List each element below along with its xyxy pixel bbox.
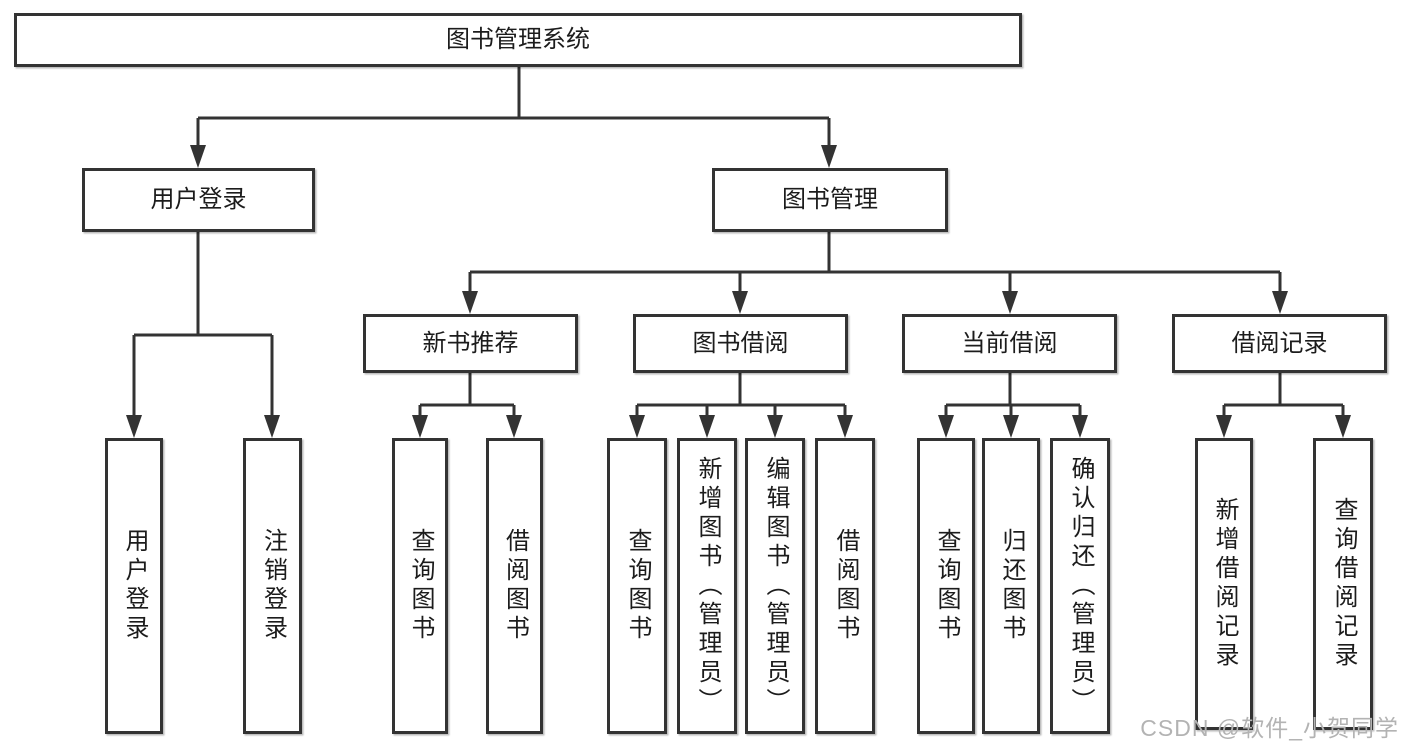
leaf-logout: 注销登录 bbox=[243, 438, 302, 734]
node-book-borrow: 图书借阅 bbox=[633, 314, 848, 373]
leaf-add-books-admin: 新增图书（管理员） bbox=[677, 438, 737, 734]
connector-paths bbox=[132, 67, 1345, 418]
node-user-login: 用户登录 bbox=[82, 168, 315, 232]
leaf-edit-books-admin: 编辑图书（管理员） bbox=[745, 438, 805, 734]
leaf-query-borrow-record: 查询借阅记录 bbox=[1313, 438, 1373, 730]
leaf-return-books: 归还图书 bbox=[982, 438, 1040, 734]
leaf-query-books-current: 查询图书 bbox=[917, 438, 975, 734]
leaf-add-borrow-record: 新增借阅记录 bbox=[1195, 438, 1253, 730]
node-current-borrow: 当前借阅 bbox=[902, 314, 1117, 373]
leaf-confirm-return-admin: 确认归还（管理员） bbox=[1050, 438, 1110, 734]
arrowheads bbox=[126, 145, 1351, 438]
leaf-query-books-recommend: 查询图书 bbox=[392, 438, 448, 734]
leaf-borrow-books: 借阅图书 bbox=[815, 438, 875, 734]
leaf-query-books-borrow: 查询图书 bbox=[607, 438, 667, 734]
node-root-system: 图书管理系统 bbox=[14, 13, 1022, 67]
csdn-watermark: CSDN @软件_小贺同学 bbox=[1140, 715, 1399, 741]
node-book-management: 图书管理 bbox=[712, 168, 948, 232]
leaf-borrow-books-recommend: 借阅图书 bbox=[486, 438, 543, 734]
node-new-book-recommend: 新书推荐 bbox=[363, 314, 578, 373]
node-borrow-records: 借阅记录 bbox=[1172, 314, 1387, 373]
leaf-user-login: 用户登录 bbox=[105, 438, 163, 734]
